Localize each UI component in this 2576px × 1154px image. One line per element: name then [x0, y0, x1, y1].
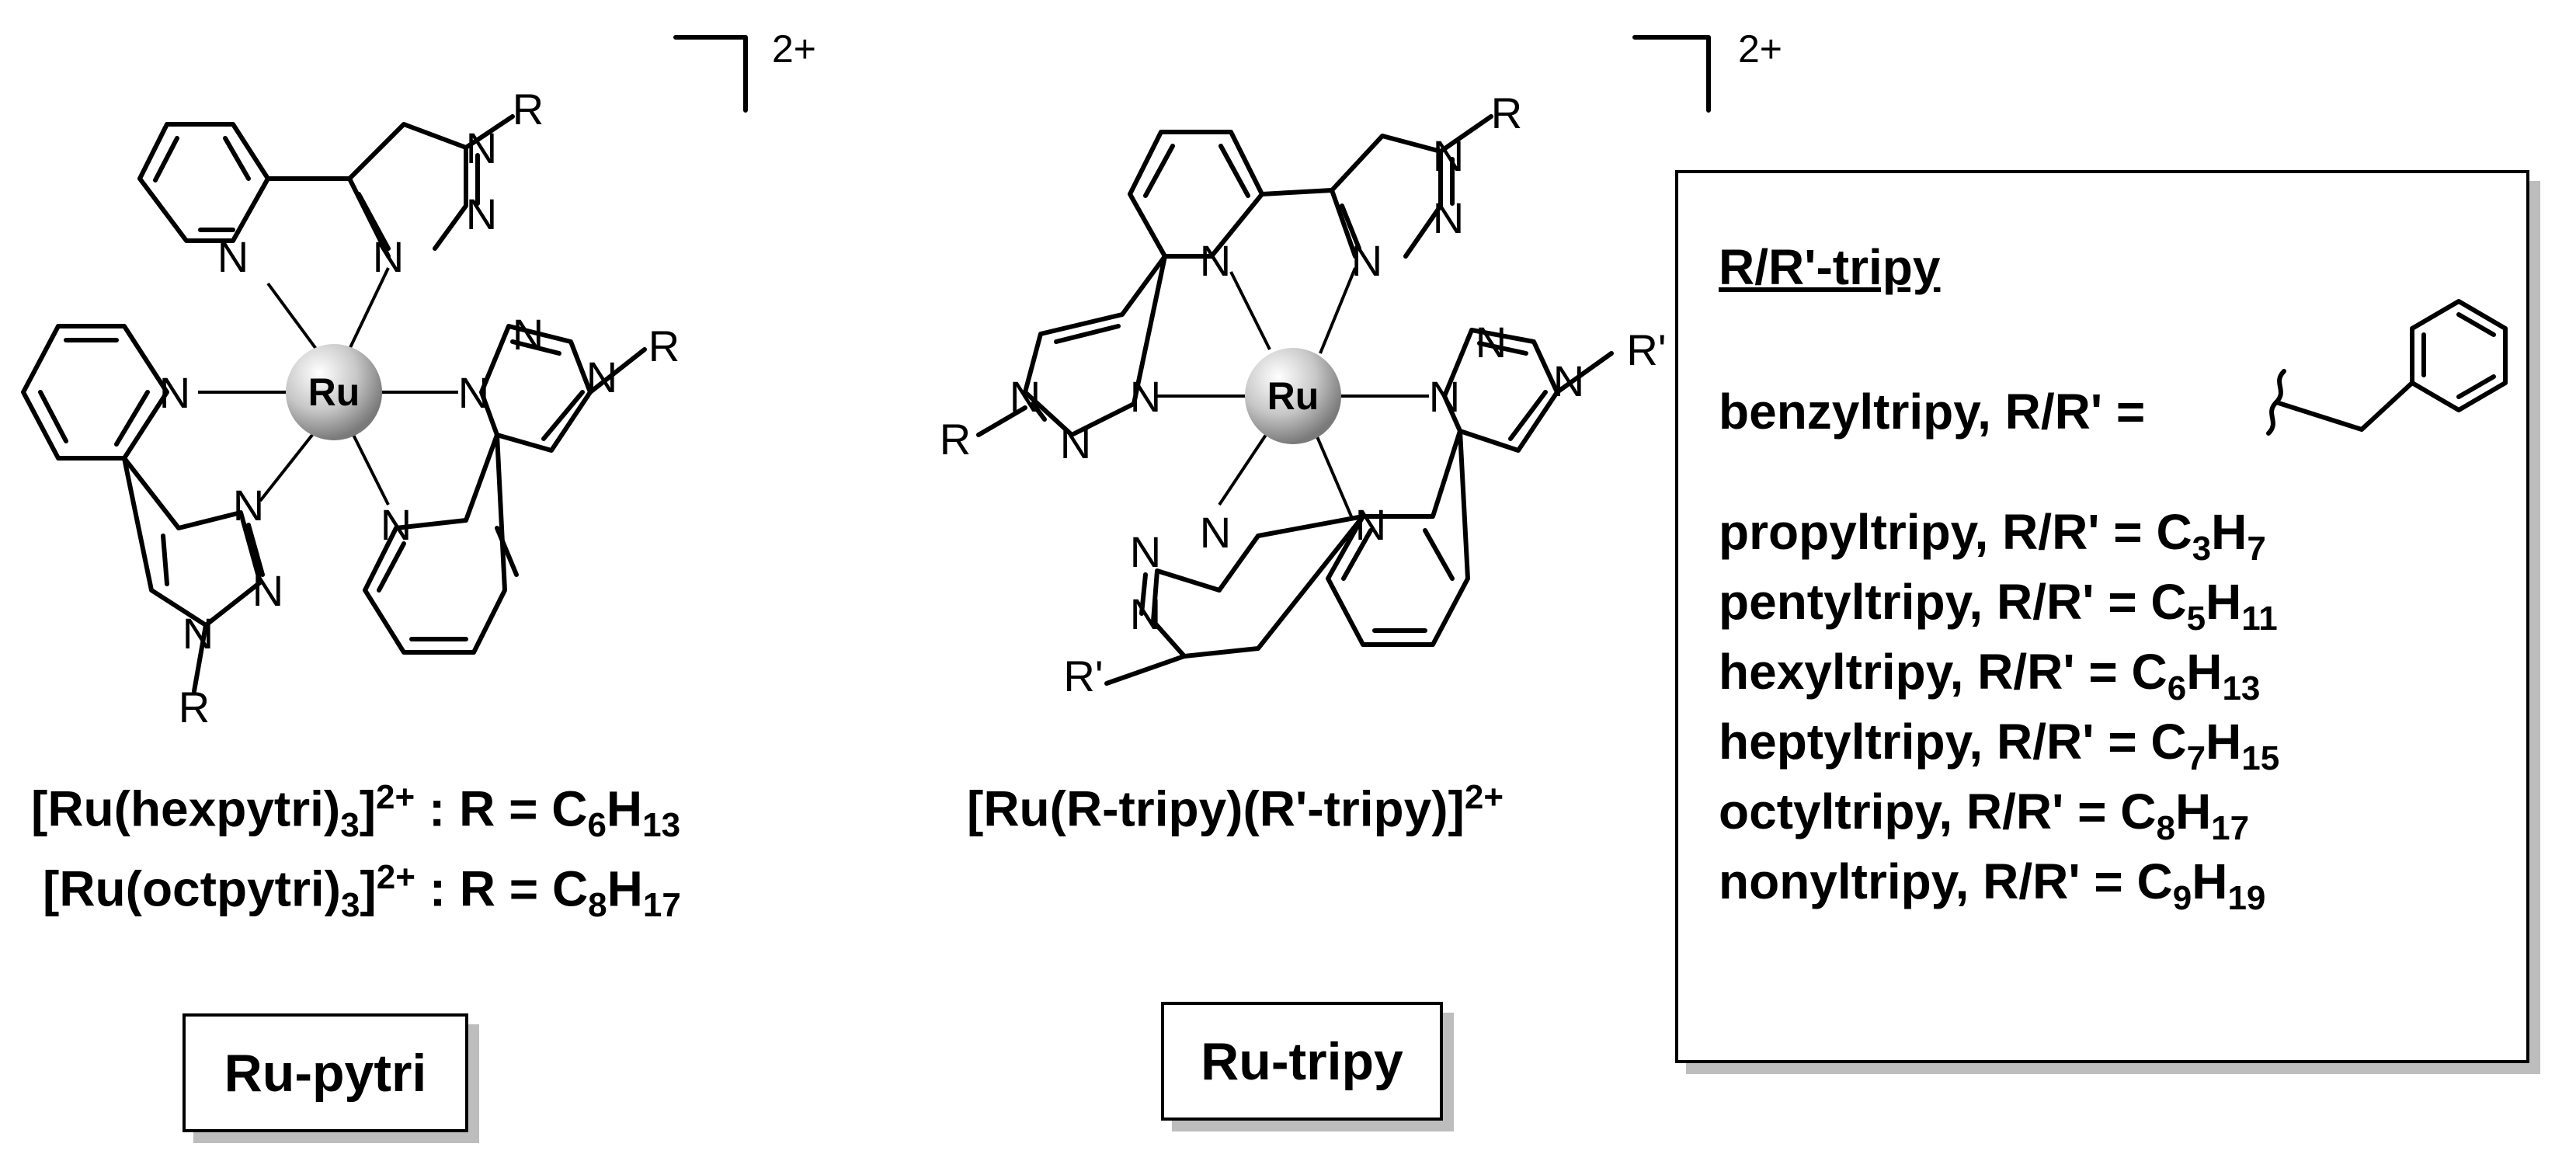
atom-labels-2: N N N N R N N N R N N N R' N N N N R': [940, 89, 1667, 700]
formula-tripy: [Ru(R-tripy)(R'-tripy)]2+: [967, 778, 1504, 837]
ruthenium-atom-icon: [1245, 348, 1341, 444]
triazole-ring: [1151, 514, 1365, 659]
svg-text:R: R: [513, 85, 544, 134]
svg-text:N: N: [233, 481, 264, 530]
formula-hexpytri: [Ru(hexpytri)3]2+ : R = C6H13: [31, 778, 681, 845]
ruthenium-atom-icon: [286, 344, 382, 440]
svg-text:R': R': [1626, 325, 1666, 374]
legend-row-propyl: propyltripy, R/R' = C3H7: [1719, 504, 2266, 568]
charge-label-2: 2+: [1738, 27, 1782, 71]
legend-row-octyl: octyltripy, R/R' = C8H17: [1719, 784, 2250, 847]
svg-text:N: N: [1553, 356, 1584, 405]
legend-row-hexyl: hexyltripy, R/R' = C6H13: [1719, 644, 2261, 707]
svg-text:N: N: [1200, 508, 1231, 557]
svg-text:N: N: [373, 232, 404, 281]
svg-text:N: N: [217, 232, 249, 281]
ru-pytri-label-box: Ru-pytri: [183, 1013, 468, 1132]
triazole-ring: [266, 122, 468, 259]
svg-text:N: N: [1429, 372, 1460, 421]
ru-tripy-structure: 2+ Ru N N: [940, 27, 1782, 700]
svg-text:N: N: [466, 189, 497, 238]
ru-tripy-label: Ru-tripy: [1201, 1031, 1403, 1091]
svg-text:N: N: [183, 609, 214, 658]
legend-row-heptyl: heptyltripy, R/R' = C7H15: [1719, 714, 2280, 777]
svg-text:R: R: [179, 683, 210, 732]
svg-text:N: N: [1060, 419, 1091, 468]
svg-text:N: N: [513, 310, 544, 359]
pyridine-ring: [137, 122, 270, 243]
svg-text:N: N: [1130, 527, 1161, 576]
svg-text:N: N: [458, 368, 489, 417]
substituent-legend: R/R'-tripy benzyltripy, R/R' = propyltri…: [1675, 170, 2529, 1063]
svg-text:N: N: [1200, 236, 1231, 285]
triazole-ring: [1023, 254, 1167, 437]
ru-label: Ru: [308, 370, 360, 414]
ru-tripy-label-box: Ru-tripy: [1161, 1002, 1443, 1121]
svg-text:N: N: [1010, 372, 1041, 421]
svg-text:N: N: [1476, 318, 1507, 367]
pyridine-ring: [363, 433, 507, 655]
svg-text:R: R: [940, 415, 971, 464]
ru-n-bonds-1: [198, 267, 458, 506]
legend-row-nonyl: nonyltripy, R/R' = C9H19: [1719, 853, 2266, 917]
ru-pytri-structure: 2+ Ru N: [21, 27, 816, 732]
svg-text:N: N: [1433, 193, 1464, 242]
svg-text:N: N: [466, 123, 497, 172]
ru-n-bonds-2: [1157, 267, 1429, 517]
legend-row-benzyl: benzyltripy, R/R' =: [1719, 384, 2146, 440]
pyridine-ring: [1128, 130, 1264, 259]
atom-labels-1: N N N N R N N N N R N N N R N: [159, 85, 680, 732]
legend-title: R/R'-tripy: [1719, 239, 1941, 295]
svg-text:N: N: [252, 566, 283, 615]
svg-text:N: N: [1130, 589, 1161, 638]
svg-text:R: R: [1491, 89, 1522, 137]
svg-text:N: N: [381, 500, 412, 549]
triazole-ring: [122, 456, 262, 627]
charge-label-1: 2+: [772, 27, 816, 71]
svg-text:N: N: [1355, 500, 1386, 549]
svg-text:R': R': [1063, 652, 1103, 700]
svg-text:N: N: [586, 353, 617, 401]
ru-label: Ru: [1267, 374, 1319, 418]
legend-row-pentyl: pentyltripy, R/R' = C5H11: [1719, 574, 2278, 638]
formula-octpytri: [Ru(octpytri)3]2+ : R = C8H17: [43, 858, 681, 925]
svg-text:N: N: [1130, 372, 1161, 421]
charge-bracket-1: [673, 35, 748, 113]
charge-bracket-2: [1632, 35, 1711, 113]
benzyl-group-icon: [2266, 299, 2508, 436]
svg-text:N: N: [1433, 131, 1464, 180]
svg-text:N: N: [1351, 236, 1382, 285]
ru-pytri-label: Ru-pytri: [224, 1043, 427, 1103]
svg-text:N: N: [159, 368, 190, 417]
pyridine-ring: [1326, 429, 1470, 647]
svg-text:R: R: [648, 322, 680, 370]
